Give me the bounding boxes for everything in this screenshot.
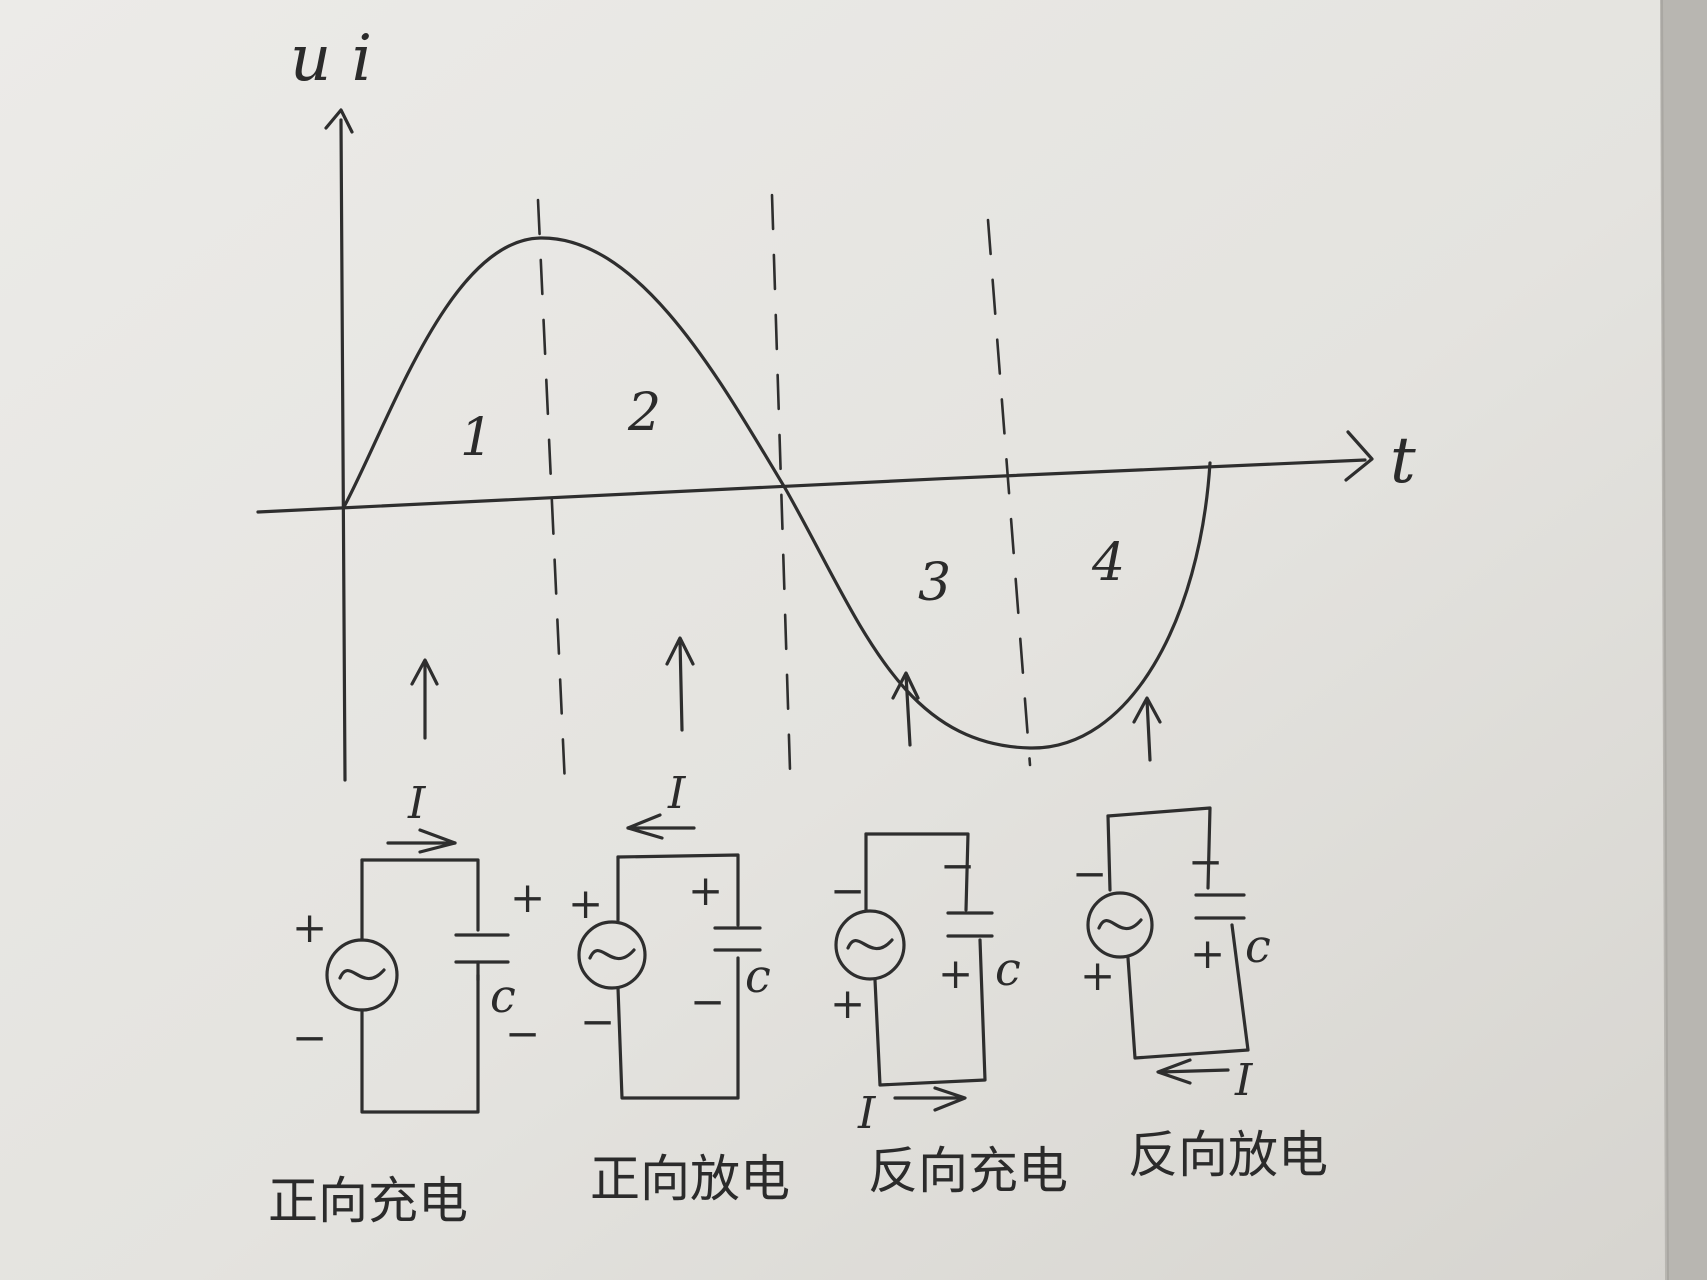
- cap-bottom-polarity: −: [690, 977, 725, 1026]
- sine-wave-curve: [343, 236, 1212, 750]
- region-label-1: 1: [460, 408, 493, 468]
- pointer-arrow-1: [410, 658, 439, 740]
- circuit-2-wire-top: [616, 853, 740, 927]
- circuit-1-wire-top: [360, 858, 480, 932]
- cap-bottom-polarity: −: [505, 1009, 540, 1058]
- source-bottom-polarity: +: [1080, 951, 1115, 1000]
- cap-bottom-polarity: +: [1190, 929, 1225, 978]
- paper-edge-shadow: [1660, 0, 1707, 1280]
- capacitor-label: c: [1245, 919, 1271, 973]
- source-bottom-polarity: −: [580, 997, 615, 1046]
- current-label: I: [857, 1088, 877, 1139]
- y-axis: [339, 118, 347, 782]
- source-bottom-polarity: −: [292, 1013, 327, 1062]
- divider-line-1: [536, 198, 567, 787]
- sine-symbol-icon: [1097, 918, 1143, 931]
- pointer-arrow-2: [665, 636, 695, 732]
- y-axis-arrowhead: [324, 108, 354, 134]
- ac-source-icon: [577, 920, 647, 990]
- sine-symbol-icon: [588, 948, 636, 961]
- circuit-4-wire-left-top: [1106, 814, 1112, 892]
- pointer-arrow-4: [1132, 696, 1162, 762]
- capacitor-label: c: [995, 942, 1021, 996]
- paper-edge-line: [1661, 0, 1669, 1280]
- y-axis-label: u i: [290, 22, 372, 96]
- circuit-forward-discharge: I + − + − c 正向放电: [568, 768, 790, 1208]
- circuit-1-wire-bottom: [360, 973, 480, 1114]
- circuit-4-wire-bottom: [1126, 923, 1250, 1060]
- circuit-3-wire-top: [864, 832, 970, 912]
- ac-source-icon: [1086, 891, 1154, 959]
- ac-source-icon: [834, 909, 906, 981]
- source-top-polarity: +: [292, 903, 327, 952]
- circuit-4-wire-top: [1106, 806, 1212, 890]
- cap-top-polarity: −: [1188, 837, 1223, 886]
- x-axis-arrowhead: [1344, 430, 1374, 482]
- current-label: I: [667, 768, 687, 819]
- cap-bottom-polarity: +: [938, 949, 973, 998]
- x-axis-label: t: [1390, 424, 1416, 498]
- sine-symbol-icon: [846, 938, 894, 951]
- source-top-polarity: +: [568, 879, 603, 928]
- cap-top-polarity: +: [688, 866, 723, 915]
- circuit-2-wire-bottom: [616, 956, 740, 1100]
- circuit-caption: 反向放电: [1128, 1126, 1328, 1184]
- cap-top-polarity: −: [940, 841, 975, 890]
- current-arrow-icon: [933, 1086, 967, 1112]
- source-bottom-polarity: +: [830, 979, 865, 1028]
- capacitor-icon: [454, 933, 510, 964]
- current-arrow-shaft: [1158, 1068, 1230, 1074]
- divider-line-3: [986, 218, 1032, 767]
- source-top-polarity: −: [1072, 849, 1107, 898]
- divider-line-2: [770, 193, 792, 772]
- circuit-caption: 正向放电: [590, 1150, 790, 1208]
- capacitor-icon: [946, 911, 994, 938]
- capacitor-label: c: [745, 949, 771, 1003]
- circuit-3-wire-bottom: [873, 938, 987, 1087]
- capacitor-icon: [1194, 893, 1246, 920]
- region-label-4: 4: [1091, 533, 1125, 593]
- circuit-forward-charge: I + − + − c 正向充电: [268, 778, 545, 1230]
- cap-top-polarity: +: [510, 873, 545, 922]
- current-arrow-icon: [1156, 1058, 1192, 1085]
- circuit-reverse-charge: I − + − + c 反向充电: [830, 832, 1068, 1200]
- pointer-arrow-3: [891, 671, 920, 747]
- region-label-3: 3: [918, 553, 951, 613]
- capacitor-label: c: [490, 969, 516, 1023]
- region-label-2: 2: [627, 383, 661, 443]
- source-top-polarity: −: [830, 866, 865, 915]
- current-label: I: [407, 778, 427, 829]
- capacitor-icon: [713, 926, 762, 952]
- sine-symbol-icon: [338, 968, 386, 981]
- current-label: I: [1234, 1055, 1254, 1106]
- circuit-caption: 正向充电: [268, 1172, 468, 1230]
- x-axis: [256, 458, 1367, 514]
- circuit-reverse-discharge: I − + − + c 反向放电: [1072, 806, 1328, 1184]
- circuit-caption: 反向充电: [868, 1142, 1068, 1200]
